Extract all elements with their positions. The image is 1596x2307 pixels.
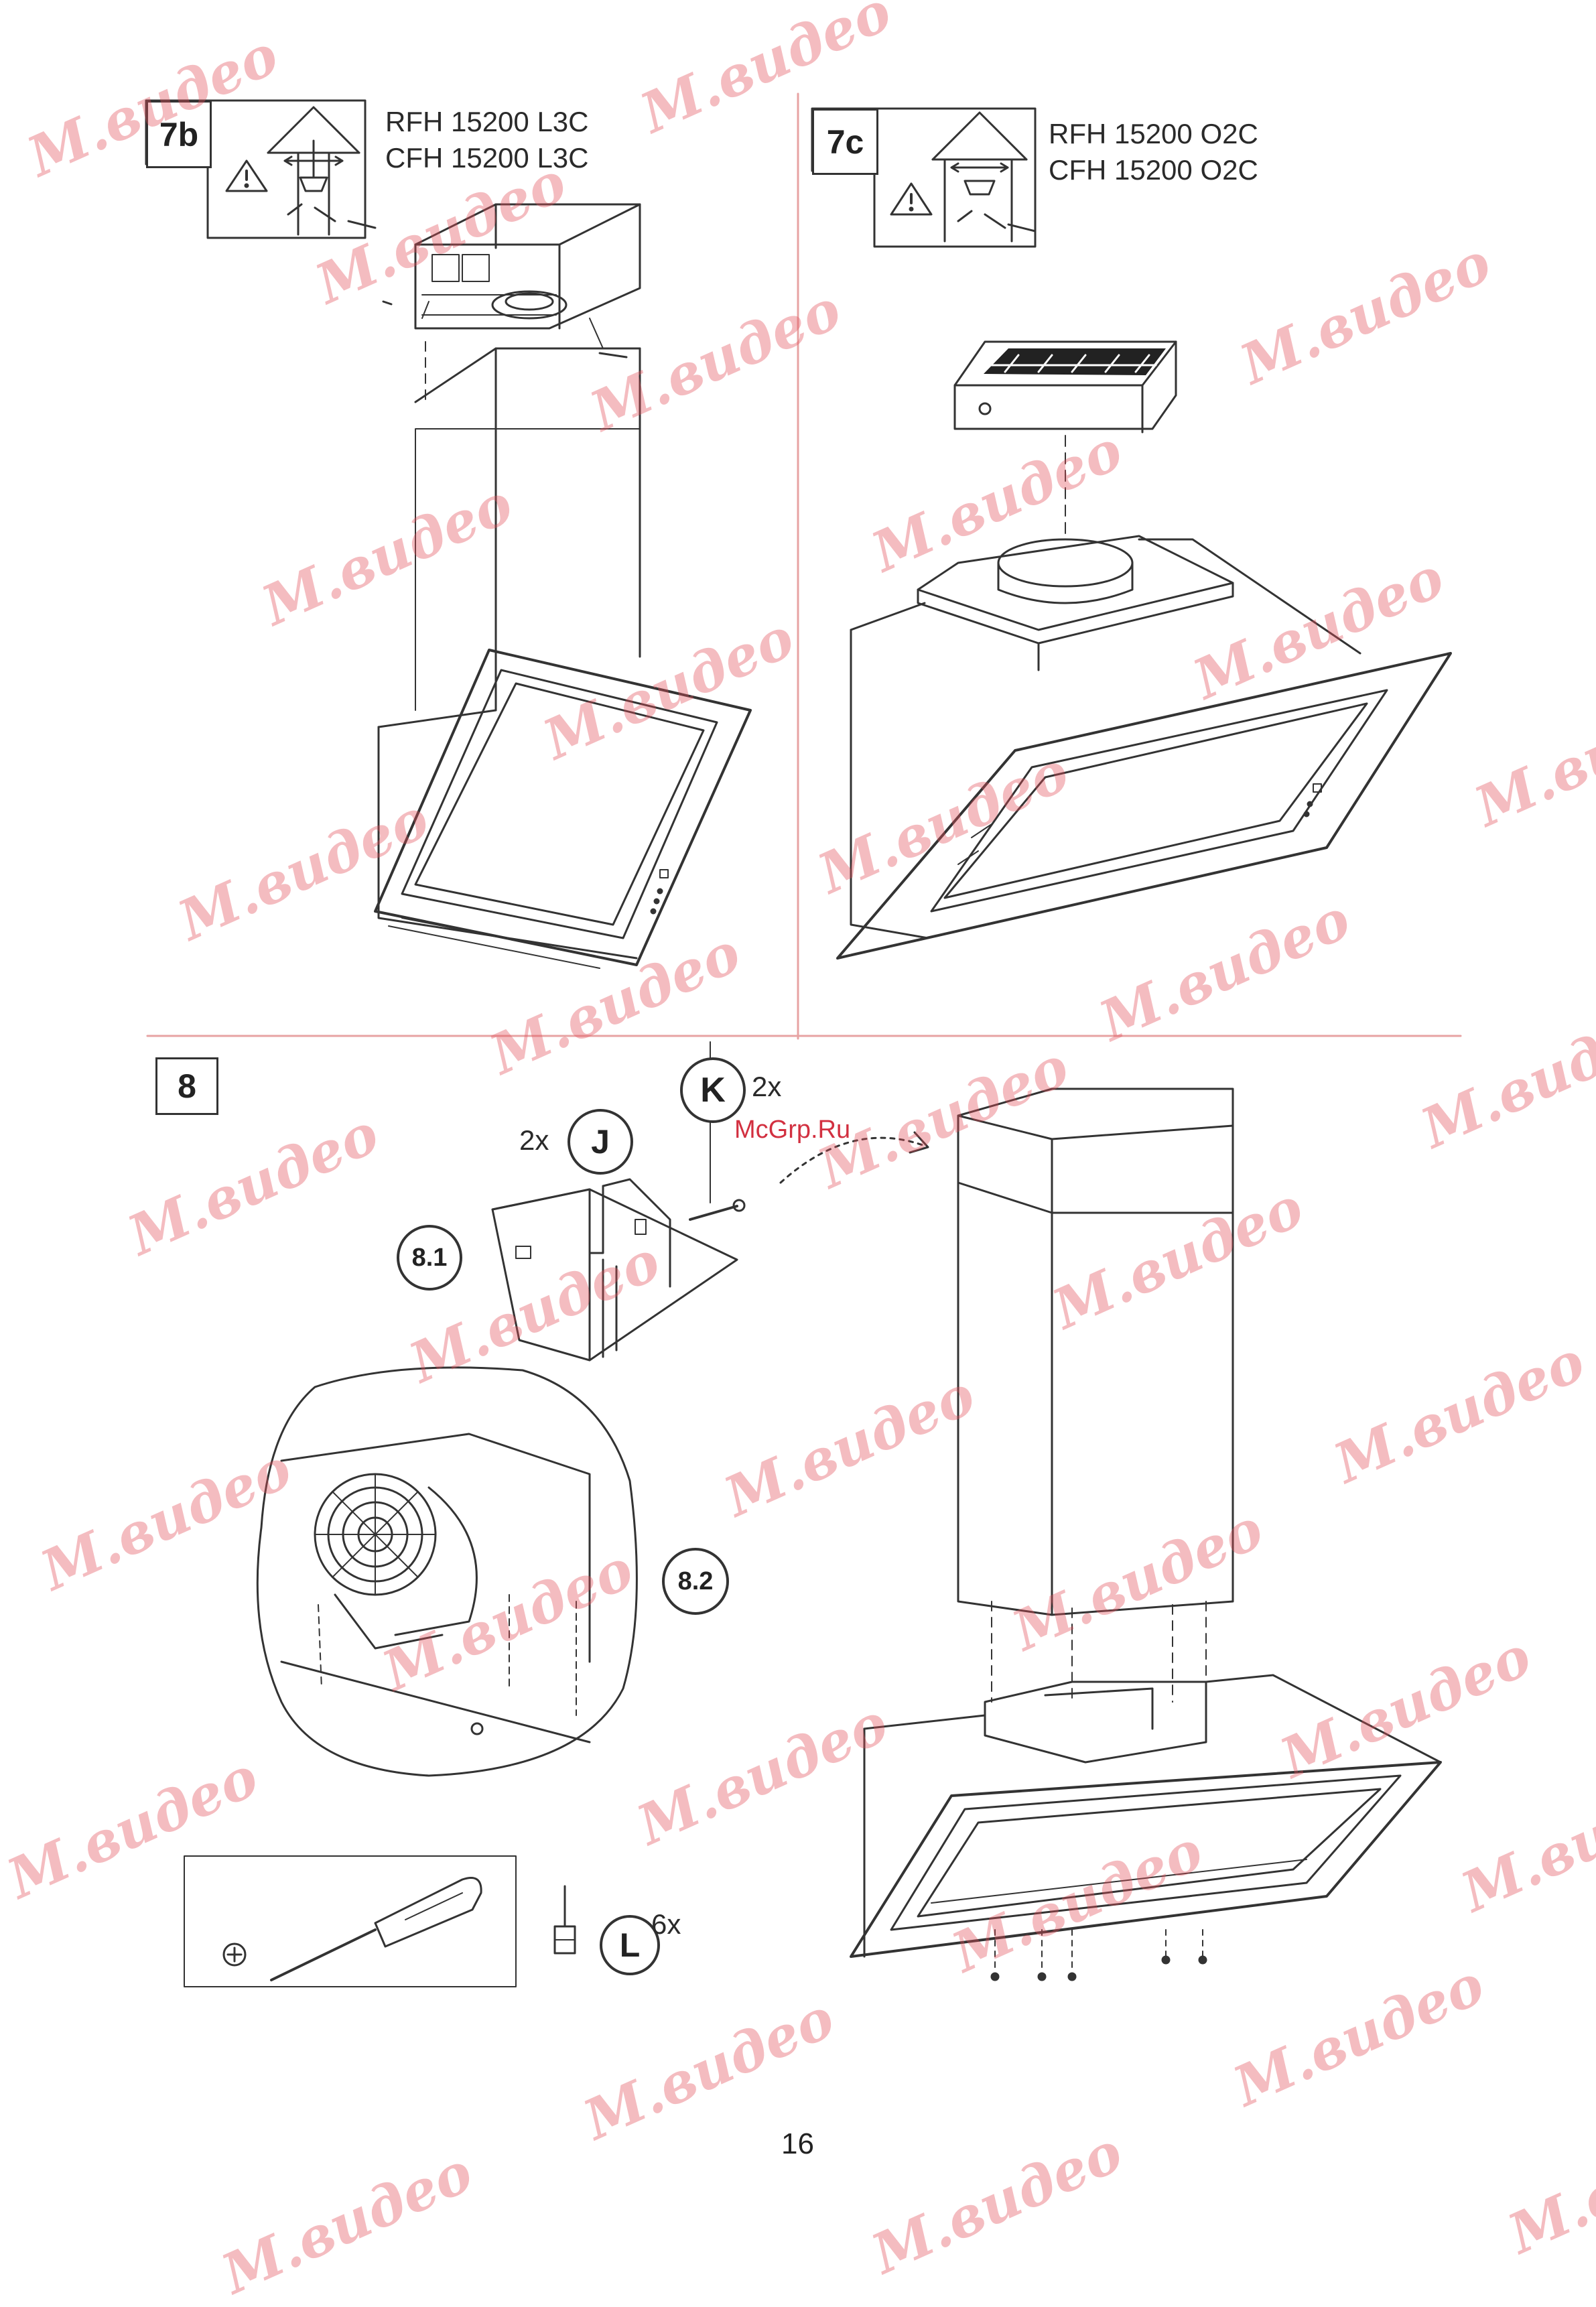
chimney-hood-drawing-8: [850, 1087, 1442, 1981]
part-j-qty: 2x: [519, 1124, 549, 1156]
step-8-text: 8: [178, 1067, 196, 1105]
substep-8-1-text: 8.1: [411, 1243, 448, 1272]
hood-drawing-7b: [374, 203, 752, 969]
part-k-callout: K: [680, 1057, 746, 1123]
substep-8-1-callout: 8.1: [397, 1225, 462, 1291]
phillips-icon: [222, 1942, 247, 1967]
tool-box: [184, 1855, 517, 1987]
page-number: 16: [781, 2127, 814, 2160]
part-k-qty: 2x: [752, 1071, 782, 1102]
substep-8-2-text: 8.2: [677, 1567, 714, 1595]
step-7b-text: 7b: [159, 115, 199, 153]
hood-airflow-icon-7b: [267, 106, 377, 236]
detail-8-2-drawing: [256, 1366, 638, 1777]
step-label-8: 8: [155, 1057, 218, 1115]
detail-8-1-drawing: [491, 1041, 929, 1362]
step-7c-text: 7c: [826, 123, 864, 161]
screwdriver-icon: [270, 1877, 482, 1981]
part-j-callout: J: [568, 1109, 633, 1175]
hood-drawing-7c: [836, 340, 1452, 960]
model-7c-1: RFH 15200 O2C: [1049, 118, 1258, 149]
step-label-7c: 7c: [812, 109, 878, 175]
part-l-callout: L: [600, 1915, 660, 1975]
substep-8-2-callout: 8.2: [662, 1548, 729, 1615]
model-7c-2: CFH 15200 O2C: [1049, 154, 1258, 186]
hood-airflow-icon-7c: [931, 111, 1037, 243]
warning-icon-7b: [225, 159, 268, 192]
step-label-7b: 7b: [146, 101, 212, 168]
warning-icon-7c: [890, 182, 933, 216]
illustration-layer: [145, 92, 1462, 1987]
model-7b-2: CFH 15200 L3C: [385, 142, 589, 174]
part-l-letter: L: [619, 1926, 641, 1964]
filter-grid: [984, 348, 1166, 375]
part-l-qty: 6x: [651, 1908, 681, 1940]
part-j-letter: J: [591, 1123, 610, 1161]
part-k-letter: K: [700, 1071, 726, 1110]
screw-l-icon: [553, 1885, 576, 1955]
model-list-7b: RFH 15200 L3C CFH 15200 L3C: [385, 104, 589, 176]
site-label: McGrp.Ru: [734, 1116, 851, 1144]
model-7b-1: RFH 15200 L3C: [385, 106, 589, 137]
model-list-7c: RFH 15200 O2C CFH 15200 O2C: [1049, 116, 1258, 188]
